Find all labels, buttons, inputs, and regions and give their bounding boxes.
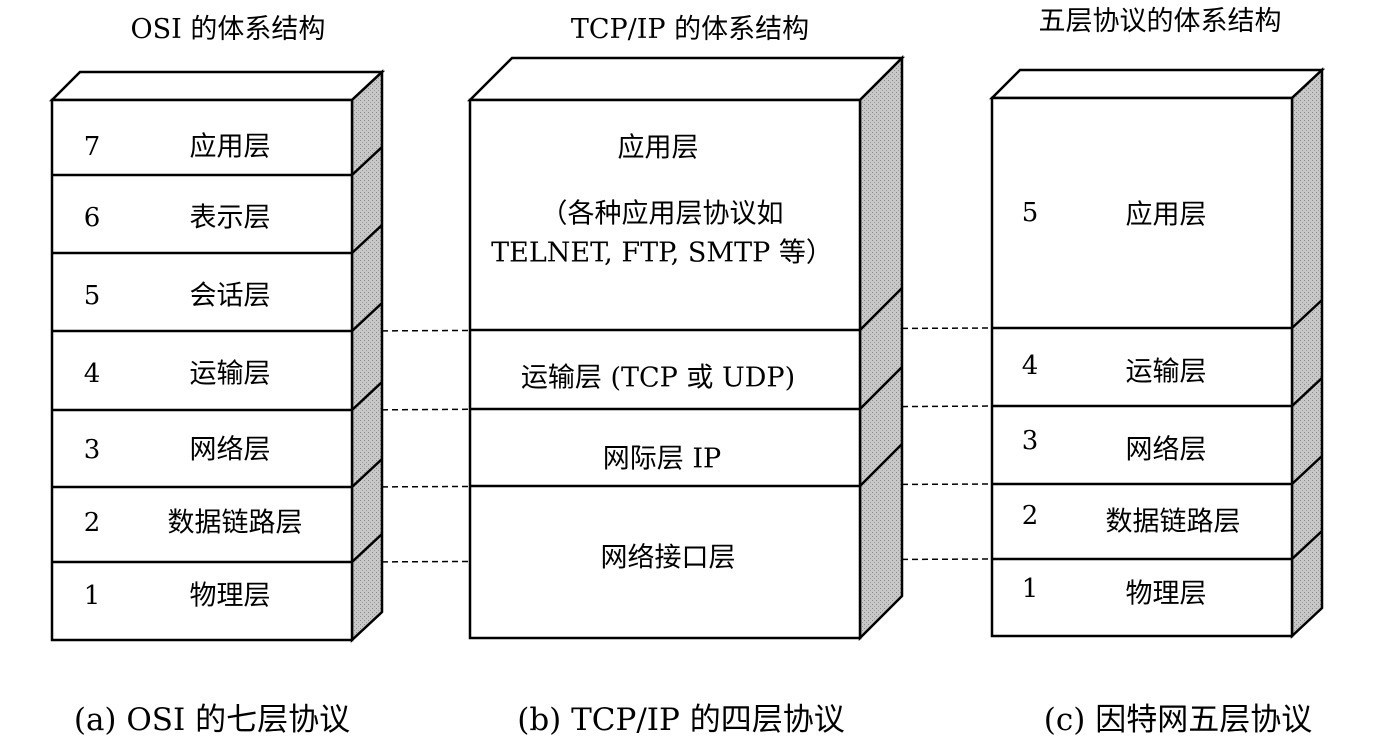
stack-side-face [1290,67,1324,639]
layer-number: 4 [84,359,101,389]
layer-divider-side [1291,299,1323,329]
layer-label: 应用层 [1126,200,1207,231]
layer-divider-side [351,381,383,411]
layer-label: 网际层 IP [603,444,721,475]
layer-divider-side [351,458,383,488]
layer-label: 数据链路层 [168,508,303,539]
layer-label: 网络层 [1126,435,1207,466]
column-osi: OSI 的体系结构 7 应用层 6 表示层 5 会话层 4 运输层 3 网络层 [48,14,386,738]
stack-front-face [990,96,1294,638]
stack-top-face [988,68,1326,100]
stack-side-face [350,69,384,643]
layer-dividers [470,287,903,488]
column-tcpip: TCP/IP 的体系结构 应用层 （各种应用层协议如 TELNET, FTP, … [466,14,906,738]
layer-number: 2 [84,508,101,538]
layer-label: 应用层 [190,132,271,163]
layer-divider-side [351,146,383,176]
layer-divider-side [1291,377,1323,407]
layer-sublabel: （各种应用层协议如 [541,199,784,230]
layer-divider-side [859,287,903,331]
layer-label: 表示层 [190,203,271,234]
layer-number: 4 [1022,351,1039,381]
layer-dividers [52,146,383,564]
stack-side-face [858,54,904,642]
column-five-layer: 五层协议的体系结构 5 应用层 4 运输层 3 网络层 2 数据链路层 1 物理… [988,6,1326,738]
layer-number: 5 [84,281,101,311]
layer-divider-side [1291,530,1323,560]
layer-number: 3 [1022,426,1039,456]
stack-top-face [466,56,906,102]
layer-divider-side [859,366,903,410]
layer-number: 5 [1022,198,1039,228]
layer-label: 物理层 [190,581,271,612]
column-caption-osi: (a) OSI 的七层协议 [74,702,350,738]
stack-front-face [468,98,862,640]
layer-label: 网络接口层 [601,543,736,574]
layer-divider-side [351,224,383,254]
layer-label: 数据链路层 [1106,507,1241,538]
layer-divider-side [351,302,383,332]
layer-label: 网络层 [190,435,271,466]
column-title-tcpip: TCP/IP 的体系结构 [571,14,809,45]
layer-label: 会话层 [190,281,271,312]
layer-divider-side [859,443,903,487]
column-caption-tcpip: (b) TCP/IP 的四层协议 [517,702,845,738]
layer-number: 6 [84,203,101,233]
layer-number: 3 [84,435,101,465]
layer-dividers [992,299,1323,561]
layer-divider-side [351,533,383,563]
layer-divider-side [1291,455,1323,485]
layer-label: 运输层 [190,359,271,390]
layer-label: 物理层 [1126,579,1207,610]
layer-sublabel: TELNET, FTP, SMTP 等） [491,238,833,269]
layer-number: 1 [84,581,101,611]
layer-number: 1 [1022,574,1039,604]
stack-front-face [50,98,354,642]
column-title-osi: OSI 的体系结构 [131,14,326,45]
column-title-five-layer: 五层协议的体系结构 [1039,6,1282,37]
column-caption-five-layer: (c) 因特网五层协议 [1044,702,1312,738]
stack-top-face [48,70,386,102]
layer-label: 应用层 [618,133,699,164]
layer-label: 运输层 (TCP 或 UDP) [521,363,795,394]
layer-number: 2 [1022,501,1039,531]
layer-label: 运输层 [1126,357,1207,388]
layer-number: 7 [84,132,101,162]
